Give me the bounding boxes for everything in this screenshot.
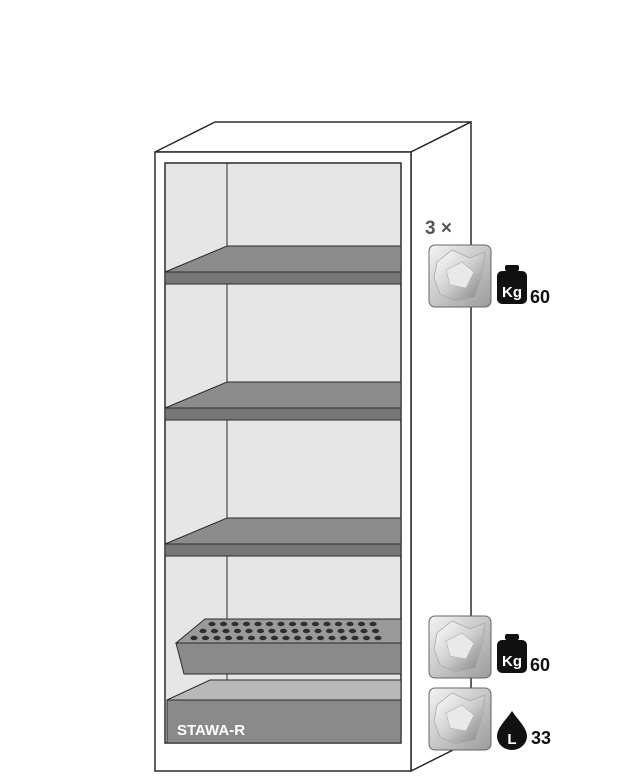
material-tile-icon	[428, 615, 492, 679]
perforation-hole	[219, 621, 228, 627]
shelf	[164, 245, 402, 285]
shelf	[164, 381, 402, 421]
weight-icon-text: Kg	[502, 284, 522, 301]
perforation-hole	[265, 621, 274, 627]
perforation-hole	[302, 628, 311, 634]
perforation-hole	[199, 628, 207, 634]
perforation-hole	[259, 635, 267, 641]
perforation-hole	[337, 628, 345, 634]
perforation-hole	[348, 628, 357, 634]
sump-tray: STAWA-R	[166, 679, 402, 744]
perforation-hole	[305, 635, 313, 641]
perforation-hole	[282, 635, 290, 641]
shelf-count-label: 3 ×	[425, 218, 452, 239]
perforation-hole	[362, 635, 371, 641]
shelf	[164, 517, 402, 557]
material-tile-icon	[428, 244, 492, 308]
perforation-hole	[357, 621, 366, 627]
sump-volume-value: 33	[531, 728, 551, 748]
shelf-load-value: 60	[530, 287, 550, 307]
perforation-hole	[247, 635, 256, 641]
perforation-hole	[360, 628, 368, 634]
sump-load-value: 60	[530, 655, 550, 675]
weight-kg-icon: Kg	[497, 265, 527, 304]
perforated-insert	[174, 618, 402, 675]
perforation-hole	[190, 635, 198, 641]
perforation-hole	[224, 635, 233, 641]
perforation-hole	[346, 621, 354, 627]
perforation-hole	[311, 621, 320, 627]
material-tile-icon	[428, 687, 492, 751]
perforation-hole	[316, 635, 325, 641]
perforation-hole	[288, 621, 297, 627]
perforation-hole	[293, 635, 302, 641]
perforation-hole	[213, 635, 221, 641]
perforation-hole	[351, 635, 359, 641]
perforation-hole	[339, 635, 348, 641]
perforation-hole	[201, 635, 210, 641]
perforation-hole	[277, 621, 285, 627]
perforation-hole	[245, 628, 253, 634]
perforation-hole	[222, 628, 230, 634]
weight-icon-text: Kg	[502, 653, 522, 670]
perforation-hole	[236, 635, 244, 641]
perforation-hole	[374, 635, 382, 641]
perforation-hole	[291, 628, 299, 634]
perforation-hole	[268, 628, 276, 634]
liquid-drop-icon: L	[497, 711, 527, 750]
perforation-hole	[334, 621, 343, 627]
perforation-hole	[231, 621, 239, 627]
perforation-hole	[208, 621, 216, 627]
perforation-hole	[242, 621, 251, 627]
perforation-hole	[371, 628, 380, 634]
perforation-hole	[279, 628, 288, 634]
perforation-hole	[314, 628, 322, 634]
perforation-hole	[325, 628, 334, 634]
perforation-hole	[300, 621, 308, 627]
perforation-hole	[233, 628, 242, 634]
perforation-hole	[254, 621, 262, 627]
weight-kg-icon: Kg	[497, 634, 527, 673]
perforation-hole	[369, 621, 377, 627]
volume-icon-text: L	[507, 731, 516, 748]
perforation-hole	[210, 628, 219, 634]
perforation-hole	[270, 635, 279, 641]
perforation-hole	[256, 628, 265, 634]
perforation-hole	[328, 635, 336, 641]
perforation-hole	[323, 621, 331, 627]
sump-label: STAWA-R	[177, 722, 245, 739]
